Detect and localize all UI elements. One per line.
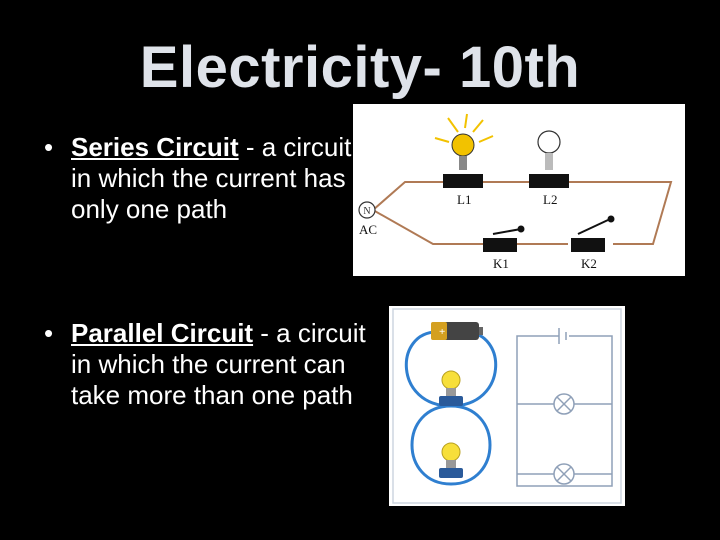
label-k1: K1 bbox=[493, 256, 509, 271]
lit-bulb-icon bbox=[434, 113, 494, 188]
label-ac: AC bbox=[359, 222, 377, 237]
parallel-circuit-term: Parallel Circuit bbox=[71, 318, 254, 348]
series-circuit-definition: - a circuit in which the current has onl… bbox=[71, 132, 352, 224]
unlit-bulb-icon bbox=[529, 130, 569, 188]
bullet-text: Series Circuit - a circuit in which the … bbox=[71, 132, 371, 225]
label-l1: L1 bbox=[457, 192, 471, 207]
bullet-point: • bbox=[44, 132, 54, 162]
parallel-schematic bbox=[516, 328, 613, 487]
bullet-point: • bbox=[44, 318, 54, 348]
slide-title: Electricity- 10th bbox=[139, 35, 581, 100]
bullet-text: Parallel Circuit - a circuit in which th… bbox=[71, 318, 371, 411]
ac-source-icon: N bbox=[358, 201, 376, 219]
switch-k2-icon bbox=[571, 215, 615, 252]
ac-source-symbol: N bbox=[363, 206, 370, 217]
series-circuit-diagram: N AC L1 L2 K1 K2 bbox=[353, 104, 685, 276]
bulb-icon bbox=[439, 442, 463, 478]
battery-plus-sign: + bbox=[439, 326, 445, 338]
label-k2: K2 bbox=[581, 256, 597, 271]
battery-icon: + bbox=[431, 322, 483, 340]
switch-k1-icon bbox=[483, 225, 525, 252]
parallel-circuit-definition: - a circuit in which the current can tak… bbox=[71, 318, 366, 410]
bulb-icon bbox=[439, 370, 463, 406]
series-circuit-term: Series Circuit bbox=[71, 132, 239, 162]
label-l2: L2 bbox=[543, 192, 557, 207]
parallel-circuit-diagram: + bbox=[389, 306, 625, 506]
